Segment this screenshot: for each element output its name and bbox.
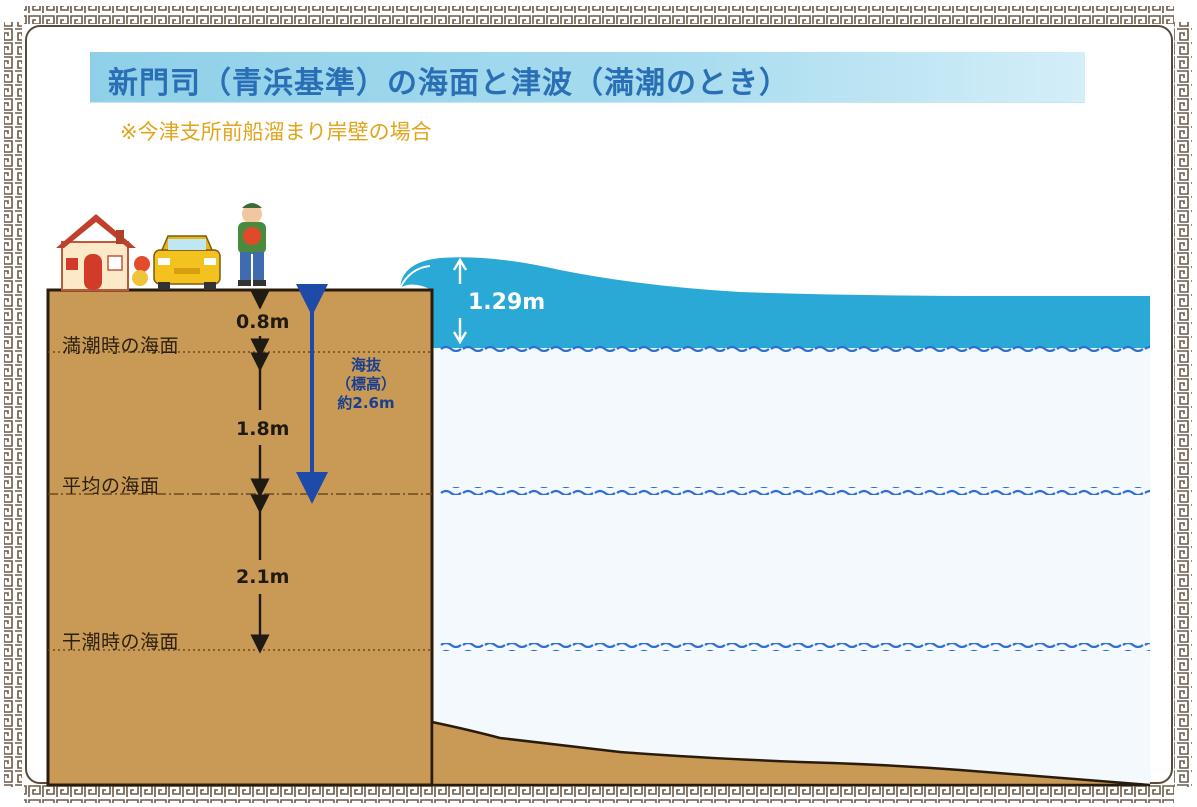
elevation-line-1: 海抜	[350, 356, 381, 374]
elevation-line-2: （標高）	[336, 375, 397, 393]
elevation-line-3: 約2.6m	[337, 394, 395, 412]
mean-level-waves	[440, 487, 1150, 495]
seabed	[430, 720, 1151, 787]
person-icon	[238, 203, 266, 286]
title-banner	[90, 52, 1085, 102]
mean-level-label: 平均の海面	[62, 475, 160, 497]
elevation-label: 海抜 （標高） 約2.6m	[336, 356, 396, 413]
mean-to-low-measure: 2.1m	[236, 566, 290, 588]
high-tide-label: 満潮時の海面	[62, 335, 180, 357]
high-to-mean-measure: 1.8m	[236, 418, 290, 440]
tsunami-wave	[400, 257, 1150, 348]
tsunami-height-arrows	[452, 257, 468, 345]
tsunami-height-label: 1.29m	[468, 290, 546, 315]
house-icon	[56, 214, 150, 291]
high-tide-waves	[440, 345, 1150, 353]
sea-water	[432, 348, 1150, 785]
page-title: 新門司（青浜基準）の海面と津波（満潮のとき）	[108, 66, 790, 101]
wave-crest-highlight	[399, 265, 431, 289]
low-tide-waves	[440, 643, 1150, 651]
low-tide-label: 干潮時の海面	[62, 631, 180, 653]
car-icon	[153, 235, 221, 290]
subtitle: ※今津支所前船溜まり岸壁の場合	[120, 120, 432, 144]
land-block	[46, 288, 434, 787]
ground-to-high-measure: 0.8m	[236, 311, 290, 333]
